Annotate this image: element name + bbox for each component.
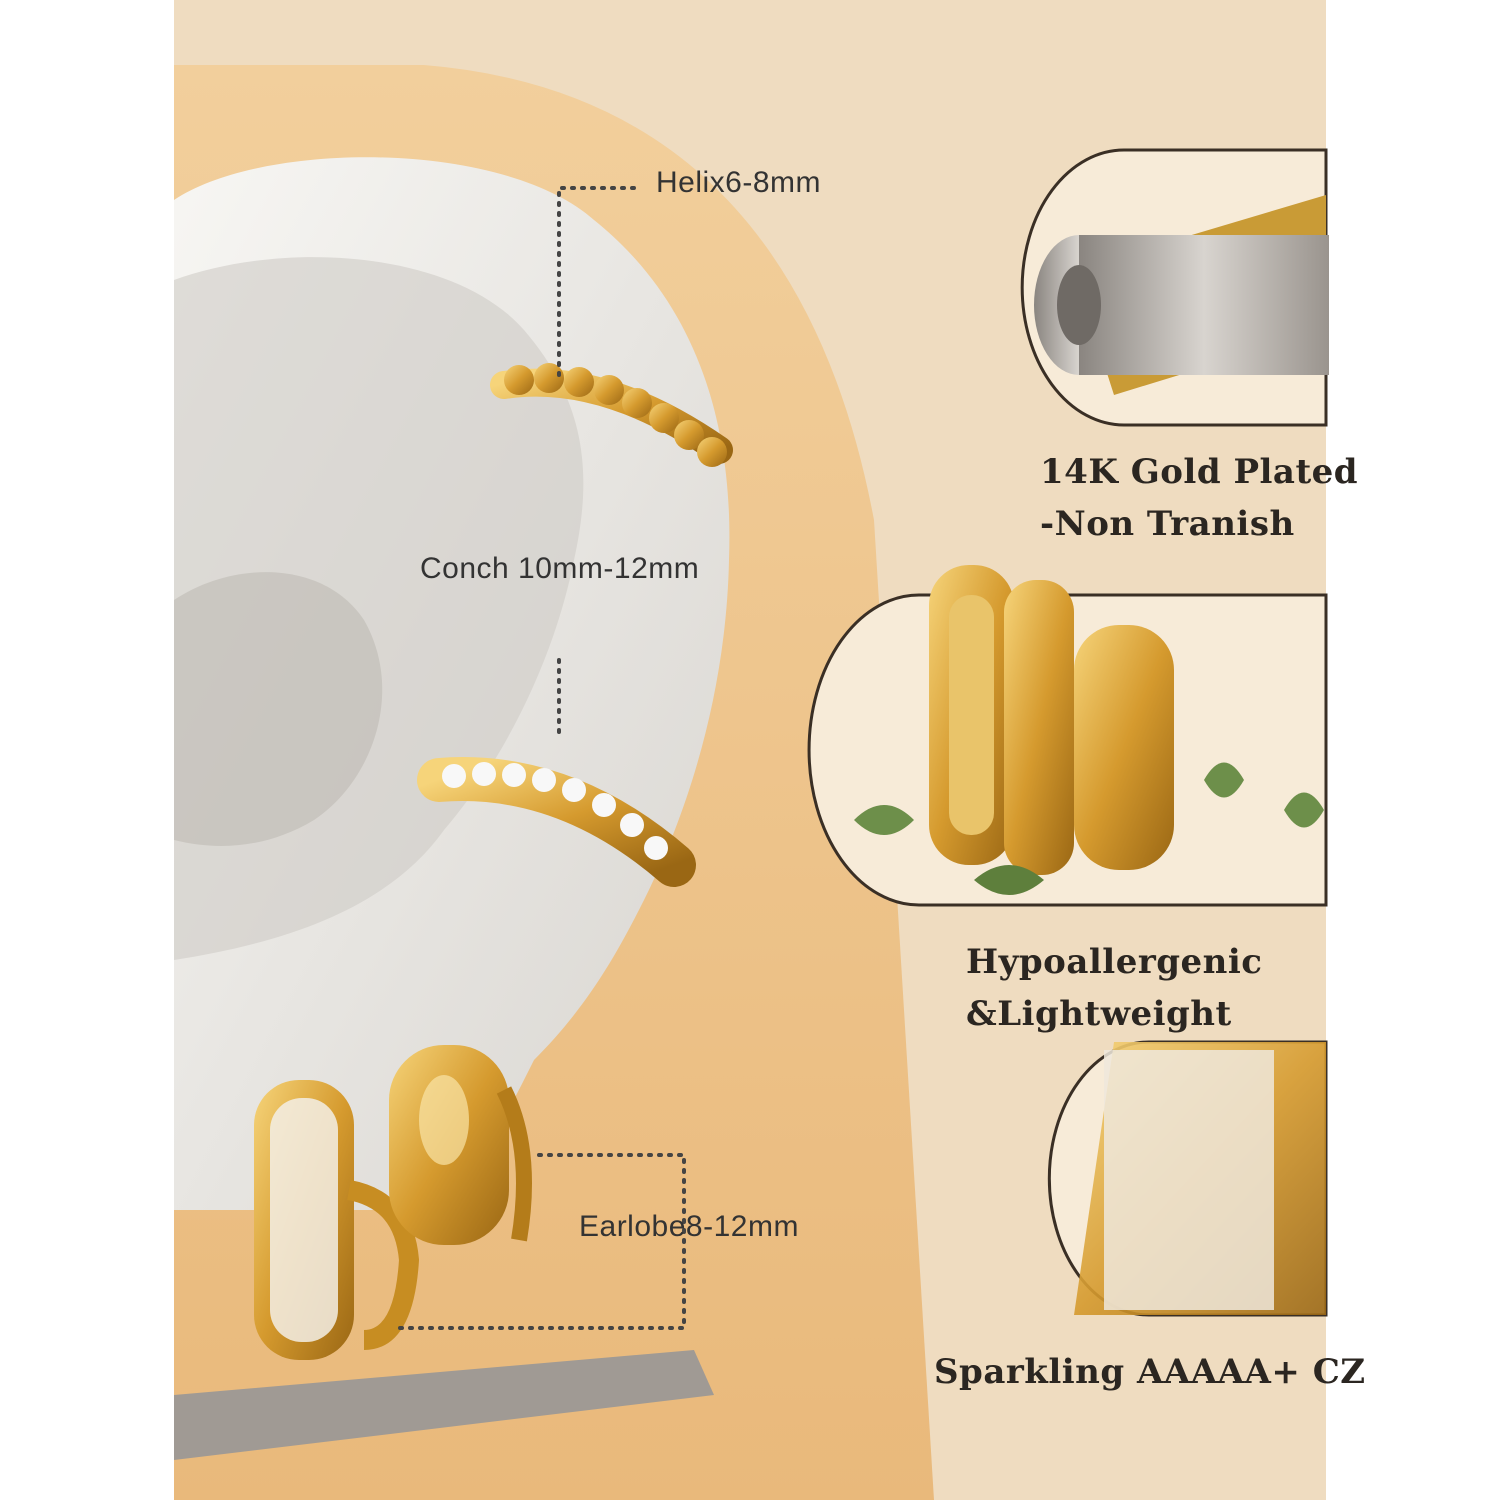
helix-label: Helix6-8mm	[656, 166, 822, 199]
feature-gold-title: 14K Gold Plated	[1040, 452, 1359, 492]
conch-label: Conch 10mm-12mm	[420, 552, 700, 585]
wood-plank	[174, 1350, 714, 1460]
ear-canal-shadow	[174, 572, 383, 846]
earlobe-label: Earlobe8-12mm	[579, 1210, 799, 1243]
feature-hypo-subtitle: &Lightweight	[966, 994, 1232, 1034]
helix-hoop	[490, 363, 733, 467]
panel-gold	[1020, 148, 1329, 427]
panel-cz	[1047, 1040, 1328, 1317]
feature-cz-title: Sparkling AAAAA+ CZ	[934, 1352, 1366, 1392]
guide-lines	[397, 186, 686, 1330]
panel-hypo	[807, 565, 1328, 907]
conch-hoop	[417, 757, 696, 887]
feature-hypo-title: Hypoallergenic	[966, 942, 1263, 982]
earlobe-plain-hoop	[389, 1045, 532, 1245]
product-image: Helix6-8mm Conch 10mm-12mm Earlobe8-12mm…	[174, 0, 1365, 1500]
earlobe-pave-hoop	[254, 1080, 420, 1360]
ear-illustration	[174, 65, 1329, 1500]
feature-gold-subtitle: -Non Tranish	[1040, 504, 1295, 544]
